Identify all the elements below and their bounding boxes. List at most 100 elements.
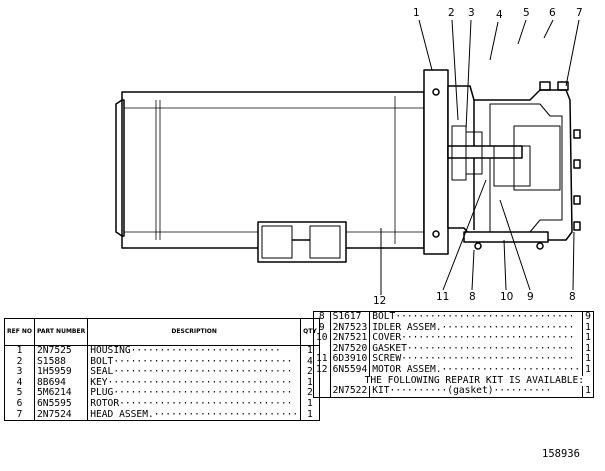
table-header-row: REF NO PART NUMBER DESCRIPTION QTY [4, 318, 320, 346]
part-number-cell: 2N7523 [330, 322, 371, 334]
description-cell: HOUSING·························· [87, 345, 302, 357]
callout-6: 6 [549, 7, 556, 19]
ref-cell: 3 [4, 367, 36, 378]
drawing-number: 158936 [542, 448, 580, 460]
ref-cell: 12 [313, 364, 331, 376]
pump-exploded-drawing: 1 2 3 4 5 6 7 12 11 8 10 9 8 [115, 7, 583, 307]
description-cell: PLUG······························· [87, 388, 302, 399]
callout-11: 11 [436, 291, 449, 303]
part-number-cell: 2N7521 [330, 333, 371, 344]
qty-cell: 1 [585, 385, 591, 397]
repair-kit-note-row: THE FOLLOWING REPAIR KIT IS AVAILABLE: [313, 374, 594, 387]
qty-cell: 1 [307, 408, 313, 420]
qty-cell: 1 [307, 376, 313, 388]
ref-cell: 2 [4, 356, 36, 368]
callout-5: 5 [523, 7, 530, 19]
part-number-cell: 6D3910 [330, 354, 371, 365]
pump-cover [463, 231, 549, 243]
repair-kit-note: THE FOLLOWING REPAIR KIT IS AVAILABLE: [364, 374, 585, 386]
qty-cell: 1 [585, 321, 591, 333]
part-number-cell: 2N7520 [330, 343, 371, 355]
ref-cell: 11 [313, 354, 331, 365]
part-number-cell: 1H5959 [34, 367, 89, 378]
description-cell: COVER······························ [369, 333, 584, 344]
qty-cell: 1 [585, 353, 591, 365]
part-number-cell: S1617 [330, 311, 371, 323]
ref-cell: 5 [4, 388, 36, 399]
description-cell: GASKET····························· [369, 343, 584, 355]
pump-shaft [447, 145, 523, 159]
part-number-cell: 8B694 [34, 377, 89, 389]
header-description: DESCRIPTION [87, 318, 302, 346]
description-cell: KIT··········(gasket)·········· [369, 385, 584, 398]
qty-cell: 1 [585, 363, 591, 375]
rotor [493, 145, 531, 187]
ref-cell: 9 [313, 322, 331, 334]
header-part-number: PART NUMBER [34, 318, 89, 346]
ref-cell: 7 [4, 409, 36, 421]
callout-10: 10 [500, 291, 513, 303]
callout-8-right: 8 [569, 291, 576, 303]
callout-2: 2 [448, 7, 455, 19]
part-number-cell: 2N7522 [330, 385, 371, 398]
description-cell: IDLER ASSEM.······················· [369, 322, 584, 334]
ref-cell: 10 [313, 333, 331, 344]
qty-cell: 2 [307, 387, 313, 399]
motor-end-cap [115, 99, 125, 237]
empty-cell [313, 375, 331, 387]
qty-cell: 2 [307, 366, 313, 378]
description-cell: KEY································ [87, 377, 302, 389]
callout-3: 3 [468, 7, 475, 19]
callout-12: 12 [373, 295, 386, 307]
callout-8-left: 8 [469, 291, 476, 303]
description-cell: MOTOR ASSEM.························ [369, 364, 584, 376]
mounting-flange [423, 69, 449, 255]
ref-cell: 6 [4, 398, 36, 410]
qty-cell: 1 [585, 342, 591, 354]
part-number-cell: 6N5595 [34, 398, 89, 410]
description-cell: BOLT······························· [87, 356, 302, 368]
ref-cell: 1 [4, 345, 36, 357]
qty-cell: 4 [307, 355, 313, 367]
qty-cell: 1 [307, 397, 313, 409]
part-number-cell: 5M6214 [34, 388, 89, 399]
qty-cell: 9 [585, 311, 591, 322]
description-cell: HEAD ASSEM.························· [87, 409, 302, 421]
callout-4: 4 [496, 9, 503, 21]
description-cell: SCREW······························ [369, 354, 584, 365]
callout-1: 1 [413, 7, 420, 19]
part-number-cell: 2N7524 [34, 409, 89, 421]
callout-7: 7 [576, 7, 583, 19]
ref-cell: 4 [4, 377, 36, 389]
description-cell: ROTOR······························ [87, 398, 302, 410]
header-ref: REF NO [4, 318, 36, 346]
ref-cell [313, 386, 331, 398]
ref-cell [313, 343, 331, 355]
part-number-cell: 6N5594 [330, 364, 371, 376]
ref-cell: 8 [313, 311, 331, 323]
description-cell: BOLT······························· [369, 311, 584, 323]
motor-foot [257, 221, 347, 263]
description-cell: SEAL······························· [87, 367, 302, 378]
callout-9: 9 [527, 291, 534, 303]
qty-cell: 1 [307, 345, 313, 356]
part-number-cell: S1588 [34, 356, 89, 368]
qty-cell: 1 [585, 332, 591, 344]
part-number-cell: 2N7525 [34, 345, 89, 357]
